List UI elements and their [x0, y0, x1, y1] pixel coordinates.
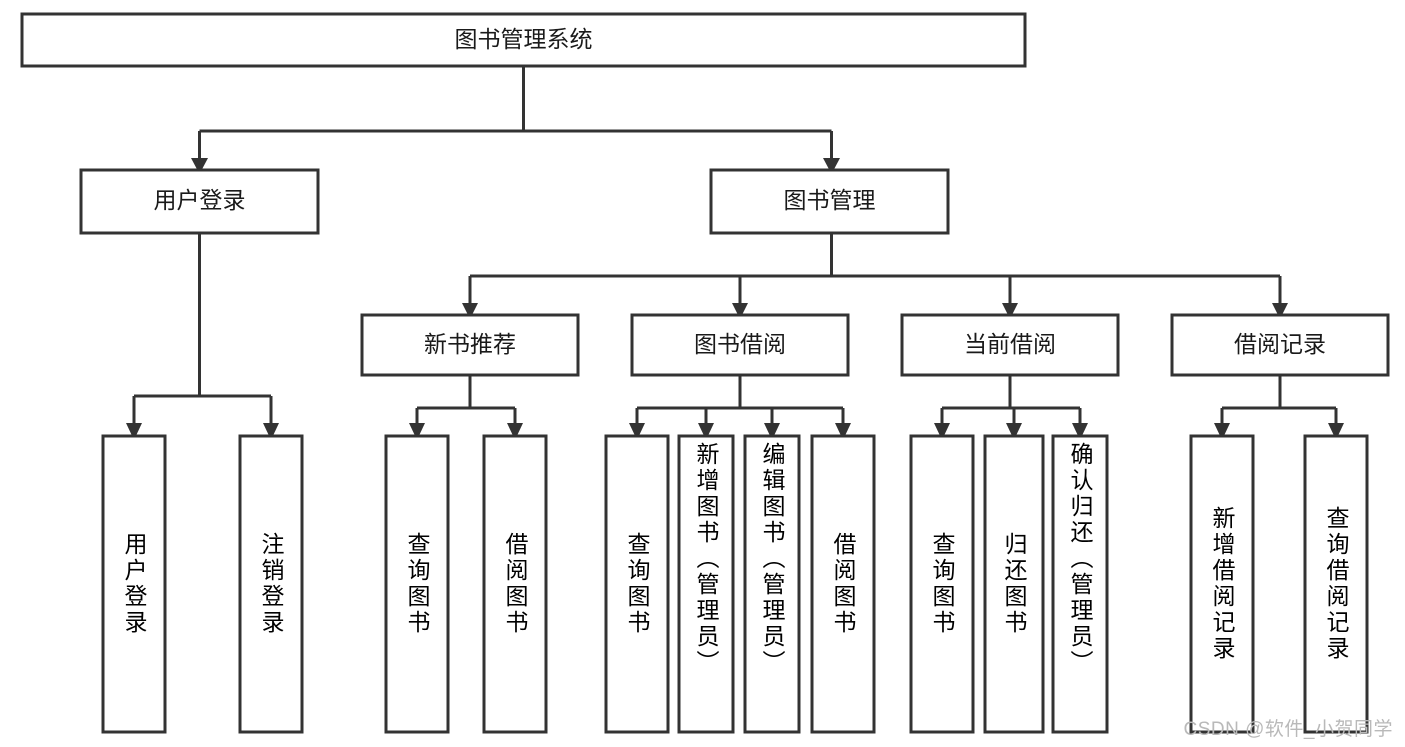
leaf-user-logout[interactable]: 注销登录	[240, 436, 302, 732]
leaf-borrow-book-1-label: 借阅图书	[502, 532, 529, 636]
leaf-query-book-1[interactable]: 查询图书	[386, 436, 448, 732]
connector-root-to-level2	[198, 66, 833, 160]
leaf-confirm-return[interactable]: 确认归还（管理员）	[1053, 436, 1107, 732]
leaf-query-book-1-label: 查询图书	[404, 532, 431, 636]
leaf-query-book-1-box[interactable]	[384, 434, 450, 734]
node-user-login-box[interactable]	[79, 168, 320, 235]
arrowhead-icon	[629, 423, 645, 440]
leaf-borrow-book-2-box[interactable]	[810, 434, 876, 734]
node-current-borrow-box[interactable]	[900, 313, 1120, 377]
node-root[interactable]: 图书管理系统	[20, 12, 1027, 68]
arrowhead-icon	[191, 158, 208, 174]
arrowhead-icon	[934, 423, 950, 440]
leaf-query-book-2[interactable]: 查询图书	[606, 436, 668, 732]
leaf-borrow-book-1-box[interactable]	[482, 434, 548, 734]
connector-newbook-to-leaves	[415, 375, 517, 425]
arrowhead-icon	[507, 423, 523, 440]
leaf-confirm-return-label: 确认归还（管理员）	[1067, 442, 1094, 676]
leaf-return-book-box[interactable]	[983, 434, 1045, 734]
connectors-group	[132, 66, 1338, 425]
leaf-add-record-label: 新增借阅记录	[1209, 506, 1236, 662]
arrowhead-icon	[1006, 423, 1022, 440]
leaf-query-book-3[interactable]: 查询图书	[911, 436, 973, 732]
node-user-login-label: 用户登录	[154, 187, 246, 213]
leaf-confirm-return-box[interactable]	[1051, 434, 1109, 734]
arrowhead-icon	[835, 423, 851, 440]
leaf-user-logout-box[interactable]	[238, 434, 304, 734]
leaf-user-login-label: 用户登录	[121, 532, 148, 636]
node-current-borrow[interactable]: 当前借阅	[900, 313, 1120, 377]
leaf-query-book-2-label: 查询图书	[624, 532, 651, 636]
arrowhead-icon	[126, 423, 142, 440]
leaf-boxes-group	[101, 434, 1369, 734]
arrowhead-icon	[462, 303, 478, 319]
leaf-borrow-book-1[interactable]: 借阅图书	[484, 436, 546, 732]
node-book-manage[interactable]: 图书管理	[709, 168, 950, 235]
node-user-login[interactable]: 用户登录	[79, 168, 320, 235]
leaf-user-login-box[interactable]	[101, 434, 167, 734]
node-book-borrow-label: 图书借阅	[694, 331, 786, 357]
arrowhead-icon	[1272, 303, 1288, 319]
leaf-query-record[interactable]: 查询借阅记录	[1305, 436, 1367, 732]
arrowhead-icon	[409, 423, 425, 440]
node-new-book-rec-label: 新书推荐	[424, 331, 516, 357]
leaf-user-logout-label: 注销登录	[258, 532, 285, 636]
leaf-query-book-2-box[interactable]	[604, 434, 670, 734]
node-book-manage-label: 图书管理	[784, 187, 876, 213]
arrowhead-icon	[698, 423, 714, 440]
connector-borrowrecord-to-leaves	[1220, 375, 1338, 425]
node-new-book-rec[interactable]: 新书推荐	[360, 313, 580, 377]
leaf-add-book-box[interactable]	[677, 434, 735, 734]
leaf-borrow-book-2-label: 借阅图书	[830, 532, 857, 636]
leaf-edit-book[interactable]: 编辑图书（管理员）	[745, 436, 799, 732]
arrowhead-icon	[823, 158, 840, 174]
node-book-borrow[interactable]: 图书借阅	[630, 313, 850, 377]
arrowhead-icon	[263, 423, 279, 440]
node-new-book-rec-box[interactable]	[360, 313, 580, 377]
node-book-borrow-box[interactable]	[630, 313, 850, 377]
node-root-box[interactable]	[20, 12, 1027, 68]
arrowhead-icon	[1002, 303, 1018, 319]
leaf-borrow-book-2[interactable]: 借阅图书	[812, 436, 874, 732]
leaf-add-record[interactable]: 新增借阅记录	[1191, 436, 1253, 732]
leaf-add-record-box[interactable]	[1189, 434, 1255, 734]
connector-bookborrow-to-leaves	[635, 375, 845, 425]
node-current-borrow-label: 当前借阅	[964, 331, 1056, 357]
arrowhead-icon	[1072, 423, 1088, 440]
leaf-add-book-label: 新增图书（管理员）	[693, 442, 720, 676]
connector-bookmanage-to-level3	[468, 233, 1282, 305]
arrowhead-icon	[732, 303, 748, 319]
leaf-edit-book-label: 编辑图书（管理员）	[759, 442, 786, 676]
node-borrow-record-label: 借阅记录	[1234, 331, 1326, 357]
leaf-user-login[interactable]: 用户登录	[103, 436, 165, 732]
arrowhead-icon	[1328, 423, 1344, 440]
leaf-add-book[interactable]: 新增图书（管理员）	[679, 436, 733, 732]
connector-userlogin-to-leaves	[132, 233, 273, 425]
node-root-label: 图书管理系统	[455, 26, 593, 52]
leaf-query-record-label: 查询借阅记录	[1323, 506, 1350, 662]
leaf-edit-book-box[interactable]	[743, 434, 801, 734]
node-book-manage-box[interactable]	[709, 168, 950, 235]
arrowhead-icon	[1214, 423, 1230, 440]
leaf-query-record-box[interactable]	[1303, 434, 1369, 734]
arrowheads-group	[126, 158, 1344, 440]
connector-currentborrow-to-leaves	[940, 375, 1082, 425]
leaf-return-book[interactable]: 归还图书	[985, 436, 1043, 732]
node-borrow-record[interactable]: 借阅记录	[1170, 313, 1390, 377]
arrowhead-icon	[764, 423, 780, 440]
node-borrow-record-box[interactable]	[1170, 313, 1390, 377]
leaf-query-book-3-box[interactable]	[909, 434, 975, 734]
leaf-return-book-label: 归还图书	[1001, 532, 1028, 636]
leaf-query-book-3-label: 查询图书	[929, 532, 956, 636]
